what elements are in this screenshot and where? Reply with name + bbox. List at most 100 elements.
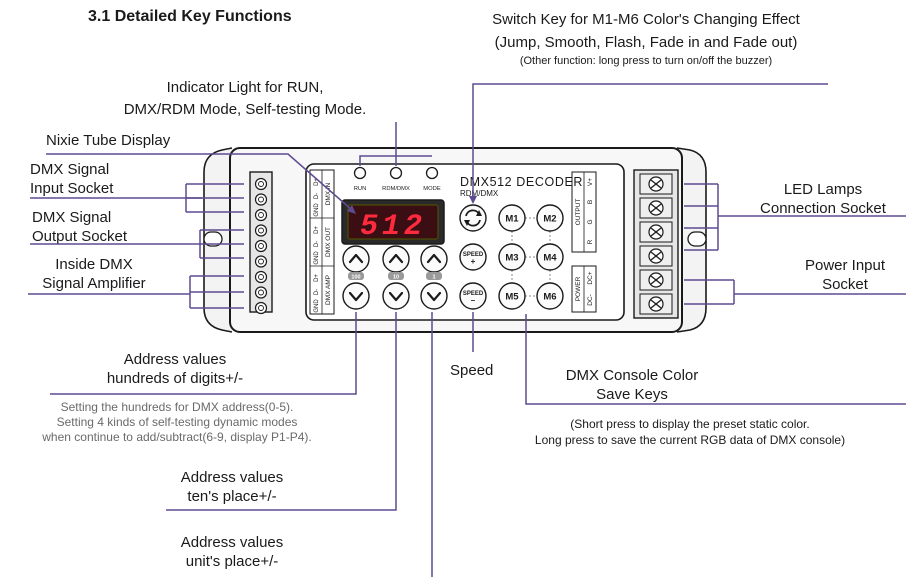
brand-label: DMX512 DECODER [460,175,583,189]
digit-down-button[interactable] [420,282,448,310]
memory-key-button[interactable]: M1 [498,204,526,232]
chevron-down-icon [388,291,404,302]
callout-line: Address values [180,534,284,551]
chevron-down-icon [348,291,364,302]
cycle-icon [464,209,482,227]
terminal-group-label: DMX IN [325,182,332,205]
callout-line: Inside DMX [55,256,133,273]
svg-text:1: 1 [432,275,435,281]
callout-line: DMX Console Color [565,367,699,384]
svg-text:SPEED: SPEED [463,291,484,297]
memory-key-button[interactable]: M2 [536,204,564,232]
right-terminal-screws [639,173,673,315]
digit-up-button[interactable] [382,245,410,273]
units-callout: Address values unit's place+/- [162,533,302,571]
callout-line: DMX Signal [30,161,110,178]
output-pin-label: G [587,219,594,224]
memory-key-label: M6 [543,292,556,303]
terminal-screw [254,301,268,315]
right-mount-slot [687,231,707,247]
callout-line: DMX Signal [32,209,112,226]
indicator-label: RDM/DMX [382,186,410,192]
terminal-screw [254,193,268,206]
memory-key-button[interactable]: M4 [536,243,564,271]
callout-line: Save Keys [596,386,668,403]
chevron-up-icon [388,253,404,264]
tens-callout: Address values ten's place+/- [162,468,302,506]
terminal-screw [639,173,673,195]
nixie-display-value: 512 [360,210,426,244]
memory-key-button[interactable]: M3 [498,243,526,271]
terminal-pin-label: D+ [314,274,320,282]
dmx-input-callout: DMX Signal Input Socket [30,160,113,198]
digit-up-button[interactable] [342,245,370,273]
callout-line: Input Socket [30,180,114,197]
terminal-screw [254,270,268,284]
terminal-pin-label: D+ [314,226,320,234]
svg-text:100: 100 [351,275,360,281]
svg-text:–: – [471,296,476,305]
output-pin-label: B [587,200,594,204]
indicator-callout: Indicator Light for RUN, DMX/RDM Mode, S… [96,78,394,119]
note-line: Setting 4 kinds of self-testing dynamic … [56,415,298,429]
speed-plus-button[interactable]: SPEED+ [459,243,487,271]
memory-key-label: M5 [505,292,519,303]
mode-switch-button[interactable] [459,204,487,232]
power-pin-label: DC- [587,294,594,306]
svg-text:SPEED: SPEED [463,252,484,258]
callout-line: Socket [822,276,868,293]
digit-down-button[interactable] [342,282,370,310]
memory-key-label: M4 [543,253,557,264]
switch-key-callout: Switch Key for M1-M6 Color's Changing Ef… [450,10,842,68]
terminal-screw [254,224,268,237]
page-title: 3.1 Detailed Key Functions [88,8,292,25]
callout-line: (Jump, Smooth, Flash, Fade in and Fade o… [494,34,798,51]
callout-line: Address values [123,351,227,368]
callout-line: Connection Socket [760,200,886,217]
power-socket-callout: Power Input Socket [790,256,900,294]
digit-place-badge: 100 [348,272,364,281]
speed-minus-button[interactable]: SPEED– [459,282,487,310]
brand-sub-label: RDM/DMX [460,189,499,198]
amplifier-callout: Inside DMX Signal Amplifier [28,255,160,293]
hundreds-note: Setting the hundreds for DMX address(0-5… [4,400,350,445]
hundreds-callout: Address values hundreds of digits+/- [50,350,300,388]
dmx-output-callout: DMX Signal Output Socket [32,208,127,246]
left-mount-slot [203,231,223,247]
memory-key-label: M1 [505,214,519,225]
memory-key-label: M3 [505,253,518,264]
callout-line: Address values [180,469,284,486]
memory-key-button[interactable]: M5 [498,282,526,310]
terminal-group-label: DMX OUT [325,227,332,257]
output-pin-label: R [587,239,594,244]
terminal-pin-label: D- [314,193,320,199]
terminal-group-label: DMX AMP [325,275,332,305]
callout-line: DMX/RDM Mode, Self-testing Mode. [123,101,367,118]
left-terminal-screws [254,177,268,315]
nixie-callout: Nixie Tube Display [46,132,171,149]
terminal-pin-label: GND [314,251,320,265]
callout-line: Indicator Light for RUN, [166,79,324,96]
right-terminal-block [633,169,679,319]
terminal-screw [639,245,673,267]
power-group-label: POWER [575,276,582,301]
callout-line: LED Lamps [783,181,863,198]
terminal-pin-label: D+ [314,178,320,186]
note-line: Long press to save the current RGB data … [534,433,846,447]
digit-up-button[interactable] [420,245,448,273]
speed-callout: Speed [450,362,494,379]
save-keys-callout: DMX Console Color Save Keys [528,366,736,404]
terminal-pin-label: D- [314,289,320,295]
memory-key-button[interactable]: M6 [536,282,564,310]
note-line: when continue to add/subtract(6-9, displ… [42,430,312,444]
callout-line: Output Socket [32,228,128,245]
callout-line: Power Input [804,257,886,274]
callout-line: unit's place+/- [185,553,279,570]
output-group-label: OUTPUT [575,199,582,226]
digit-down-button[interactable] [382,282,410,310]
chevron-up-icon [426,253,442,264]
terminal-screw [639,269,673,291]
